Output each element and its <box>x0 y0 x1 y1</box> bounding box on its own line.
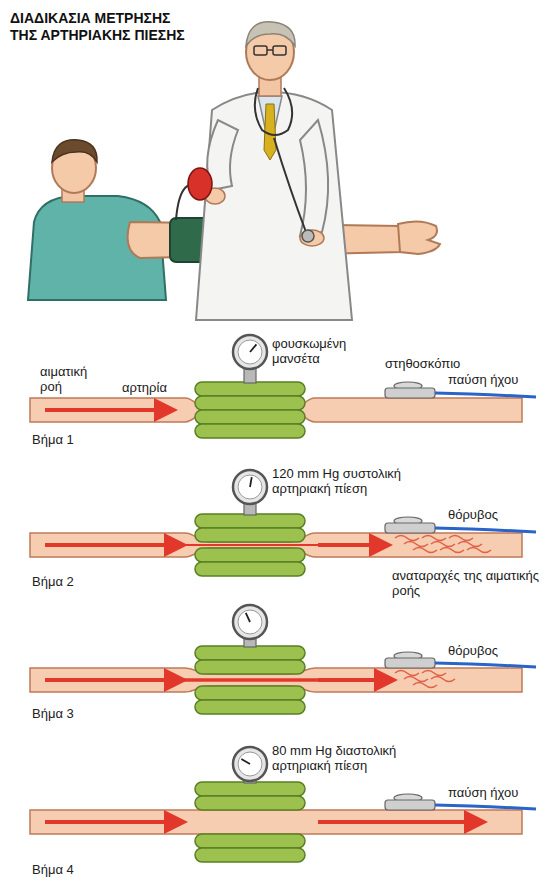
turbulence <box>404 542 428 547</box>
cuff-label: φουσκωμένη μανσέτα <box>272 336 382 366</box>
cuff <box>195 382 305 396</box>
sound-label: παύση ήχου <box>448 785 518 800</box>
turbulence <box>422 536 446 541</box>
turbulence <box>467 548 491 553</box>
pressure-gauge <box>233 747 267 781</box>
sound-label: παύση ήχου <box>448 372 518 387</box>
turbulence <box>431 677 455 682</box>
flow-label: αιματική ροή <box>40 364 110 394</box>
step-label: Βήμα 1 <box>32 432 74 447</box>
cuff <box>195 514 305 528</box>
turbulence <box>395 671 419 676</box>
step-label: Βήμα 4 <box>32 862 74 877</box>
flow-arrow <box>45 678 180 682</box>
artery-label: αρτηρία <box>122 380 167 395</box>
cuff <box>195 646 305 660</box>
pump-bulb <box>176 168 212 220</box>
flow-arrow <box>45 543 180 547</box>
cuff <box>195 686 305 700</box>
stethoscope-tube <box>435 805 536 809</box>
doctor <box>196 22 352 320</box>
step-label: Βήμα 2 <box>32 574 74 589</box>
turbulence <box>458 542 482 547</box>
cuff <box>195 848 305 862</box>
flow-arrow <box>318 820 480 824</box>
cuff <box>195 528 305 542</box>
gauge-needle <box>250 344 256 352</box>
flow-arrow <box>45 408 170 412</box>
cuff <box>195 396 305 410</box>
flow-arrow <box>318 543 385 547</box>
turbulence <box>404 677 428 682</box>
cuff <box>195 700 305 714</box>
pressure-label: 120 mm Hg συστολική αρτηριακή πίεση <box>272 466 447 496</box>
turbulence <box>413 548 437 553</box>
pressure-gauge <box>233 605 267 639</box>
cuff <box>195 834 305 848</box>
flow-arrow <box>318 678 390 682</box>
sound-label: θόρυβος <box>448 643 498 658</box>
turbulence <box>449 536 473 541</box>
stethoscope-tube <box>435 663 536 667</box>
cuff <box>195 562 305 576</box>
artery <box>30 810 522 834</box>
title: ΔΙΑΔΙΚΑΣΙΑ ΜΕΤΡΗΣΗΣ ΤΗΣ ΑΡΤΗΡΙΑΚΗΣ ΠΙΕΣΗ… <box>10 10 185 44</box>
gauge-face <box>238 475 262 499</box>
stethoscope-head <box>385 523 435 533</box>
step-label: Βήμα 3 <box>32 706 74 721</box>
turbulence <box>413 683 437 688</box>
stethoscope-head <box>385 658 435 668</box>
gauge-needle <box>250 477 252 487</box>
pressure-gauge <box>233 335 267 369</box>
turbulence <box>431 542 455 547</box>
gauge-face <box>238 340 262 364</box>
pressure-gauge <box>233 470 267 504</box>
gauge-needle <box>246 613 250 622</box>
stethoscope <box>255 88 314 242</box>
stethoscope-head <box>385 388 435 398</box>
stethoscope-label: στηθοσκόπιο <box>385 356 460 371</box>
flow-arrow <box>45 820 180 824</box>
cuff <box>195 782 305 796</box>
cuff <box>195 424 305 438</box>
stethoscope-tube <box>435 528 536 532</box>
cuff <box>195 660 305 674</box>
stethoscope-head <box>385 800 435 810</box>
turbulence <box>440 548 464 553</box>
turbulence <box>422 671 446 676</box>
stethoscope-tube <box>435 393 536 397</box>
gauge-needle <box>241 759 250 764</box>
pressure-label: 80 mm Hg διαστολική αρτηριακή πίεση <box>272 743 447 773</box>
sound-label: θόρυβος <box>448 507 498 522</box>
turbulence-label: αναταραχές της αιματικής ροής <box>392 568 542 598</box>
cuff <box>195 410 305 424</box>
flow-arrow <box>180 544 320 546</box>
cuff <box>195 548 305 562</box>
turbulence <box>395 536 419 541</box>
flow-arrow <box>180 678 320 682</box>
gauge-face <box>238 752 262 776</box>
cuff <box>195 796 305 810</box>
gauge-face <box>238 610 262 634</box>
